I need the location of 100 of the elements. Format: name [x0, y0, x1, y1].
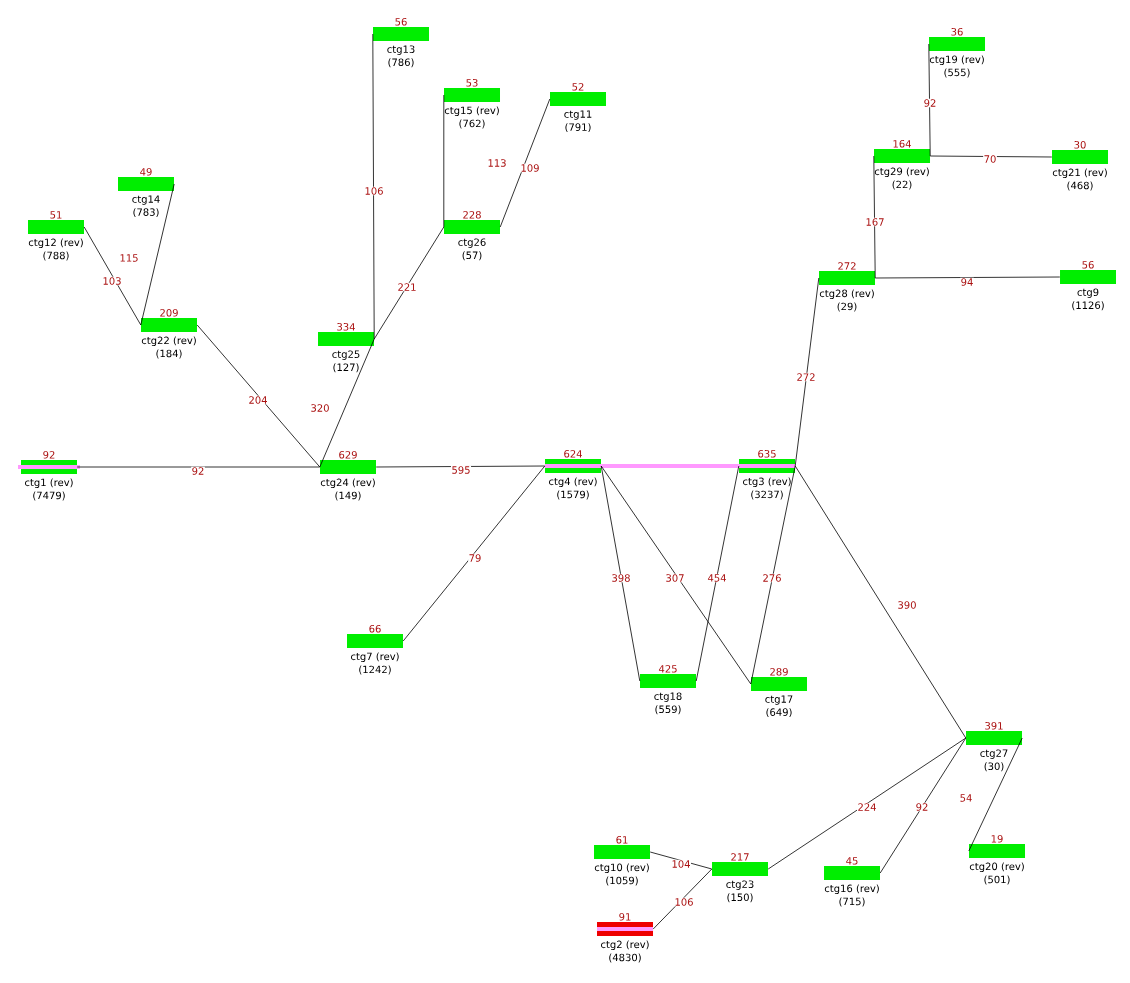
edge-label: 70 — [983, 154, 997, 164]
link-line — [140, 183, 175, 326]
contig-name: ctg19 (rev) — [929, 55, 984, 66]
contig-length: (150) — [727, 893, 753, 903]
contig-length: (22) — [892, 180, 912, 190]
coverage-number: 272 — [838, 262, 856, 270]
coverage-number: 629 — [339, 451, 357, 459]
link-line — [319, 338, 375, 468]
contig-length: (149) — [335, 491, 361, 501]
link-line — [443, 94, 445, 228]
link-line — [402, 465, 546, 642]
contig-length: (127) — [333, 363, 359, 373]
edge-label: 307 — [664, 573, 686, 583]
edge-label: 115 — [118, 253, 140, 263]
coverage-number: 91 — [619, 913, 631, 921]
coverage-number: 635 — [758, 450, 776, 458]
link-line — [372, 33, 375, 340]
contig-length: (791) — [565, 123, 591, 133]
contig-length: (649) — [766, 708, 792, 718]
contig-length: (3237) — [751, 490, 783, 500]
coverage-number: 209 — [160, 309, 178, 317]
contig-name: ctg22 (rev) — [141, 336, 196, 347]
contig-length: (1059) — [606, 876, 638, 886]
link-line — [874, 276, 1061, 279]
edge-label: 103 — [101, 276, 123, 286]
contig-length: (501) — [984, 875, 1010, 885]
coverage-number: 51 — [50, 211, 62, 219]
link-line — [83, 226, 142, 326]
link-line — [750, 465, 796, 685]
contig-name: ctg10 (rev) — [594, 863, 649, 874]
coverage-number: 217 — [731, 853, 749, 861]
edge-label: 224 — [856, 802, 878, 812]
contig-name: ctg14 — [132, 195, 160, 205]
edge-label: 390 — [896, 600, 918, 610]
edge-label: 113 — [486, 158, 508, 168]
link-line — [649, 851, 713, 870]
coverage-number: 164 — [893, 140, 911, 148]
coverage-number: 30 — [1074, 141, 1086, 149]
edge-label: 398 — [610, 573, 632, 583]
link-line — [76, 466, 321, 468]
contig-name: ctg15 (rev) — [444, 106, 499, 117]
contig-length: (29) — [837, 302, 857, 312]
edge-label: 204 — [247, 395, 269, 405]
contig-name: ctg20 (rev) — [969, 862, 1024, 873]
contig-name: ctg1 (rev) — [25, 478, 73, 489]
contig-length: (30) — [984, 762, 1004, 772]
link-line — [695, 465, 740, 682]
link-line — [767, 737, 967, 870]
contig-name: ctg13 — [387, 45, 415, 55]
contig-length: (783) — [133, 208, 159, 218]
edge-label: 454 — [706, 573, 728, 583]
link-line — [196, 324, 321, 468]
contig-length: (4830) — [609, 953, 641, 963]
coverage-number: 66 — [369, 625, 381, 633]
contig-name: ctg9 — [1077, 288, 1099, 298]
link-line — [600, 465, 641, 682]
contig-name: ctg28 (rev) — [819, 289, 874, 300]
coverage-number: 334 — [337, 323, 355, 331]
contig-length: (1242) — [359, 665, 391, 675]
coverage-number: 425 — [658, 665, 677, 673]
edge-label: 106 — [673, 897, 695, 907]
contig-name: ctg27 — [980, 749, 1008, 759]
contig-length: (57) — [462, 251, 482, 261]
contig-length: (555) — [944, 68, 970, 78]
link-line — [879, 737, 967, 874]
contig-length: (762) — [459, 119, 485, 129]
contig-name: ctg18 — [654, 692, 682, 702]
contig-name: ctg7 (rev) — [351, 652, 399, 663]
link-line — [652, 868, 713, 930]
contig-name: ctg17 — [765, 695, 793, 705]
contig-name: ctg29 (rev) — [874, 167, 929, 178]
coverage-number: 56 — [1082, 261, 1094, 269]
coverage-number: 56 — [395, 18, 407, 26]
contig-length: (1126) — [1072, 301, 1104, 311]
link-line — [794, 465, 967, 739]
contig-length: (468) — [1067, 181, 1093, 191]
contig-name: ctg26 — [458, 238, 486, 248]
contig-length: (715) — [839, 897, 865, 907]
link-line — [929, 155, 1053, 158]
link-line — [928, 43, 931, 157]
edge-label: 104 — [670, 859, 692, 869]
coverage-number: 391 — [985, 722, 1003, 730]
edge-label: 94 — [960, 277, 974, 287]
edge-label: 595 — [450, 465, 472, 475]
link-line — [968, 737, 1023, 852]
edge-label: 106 — [363, 186, 385, 196]
edge-label: 92 — [915, 802, 929, 812]
link-line — [375, 465, 546, 468]
edge-label: 54 — [959, 793, 973, 803]
coverage-number: 52 — [572, 83, 584, 91]
edge-label: 92 — [191, 466, 205, 476]
link-line — [794, 277, 820, 467]
contig-length: (7479) — [33, 491, 65, 501]
link-line — [373, 226, 445, 340]
edge-label: 109 — [519, 163, 541, 173]
link-line — [499, 98, 551, 228]
edge-label: 320 — [309, 403, 331, 413]
link-line — [601, 464, 739, 468]
contig-name: ctg21 (rev) — [1052, 168, 1107, 179]
contig-length: (559) — [655, 705, 681, 715]
